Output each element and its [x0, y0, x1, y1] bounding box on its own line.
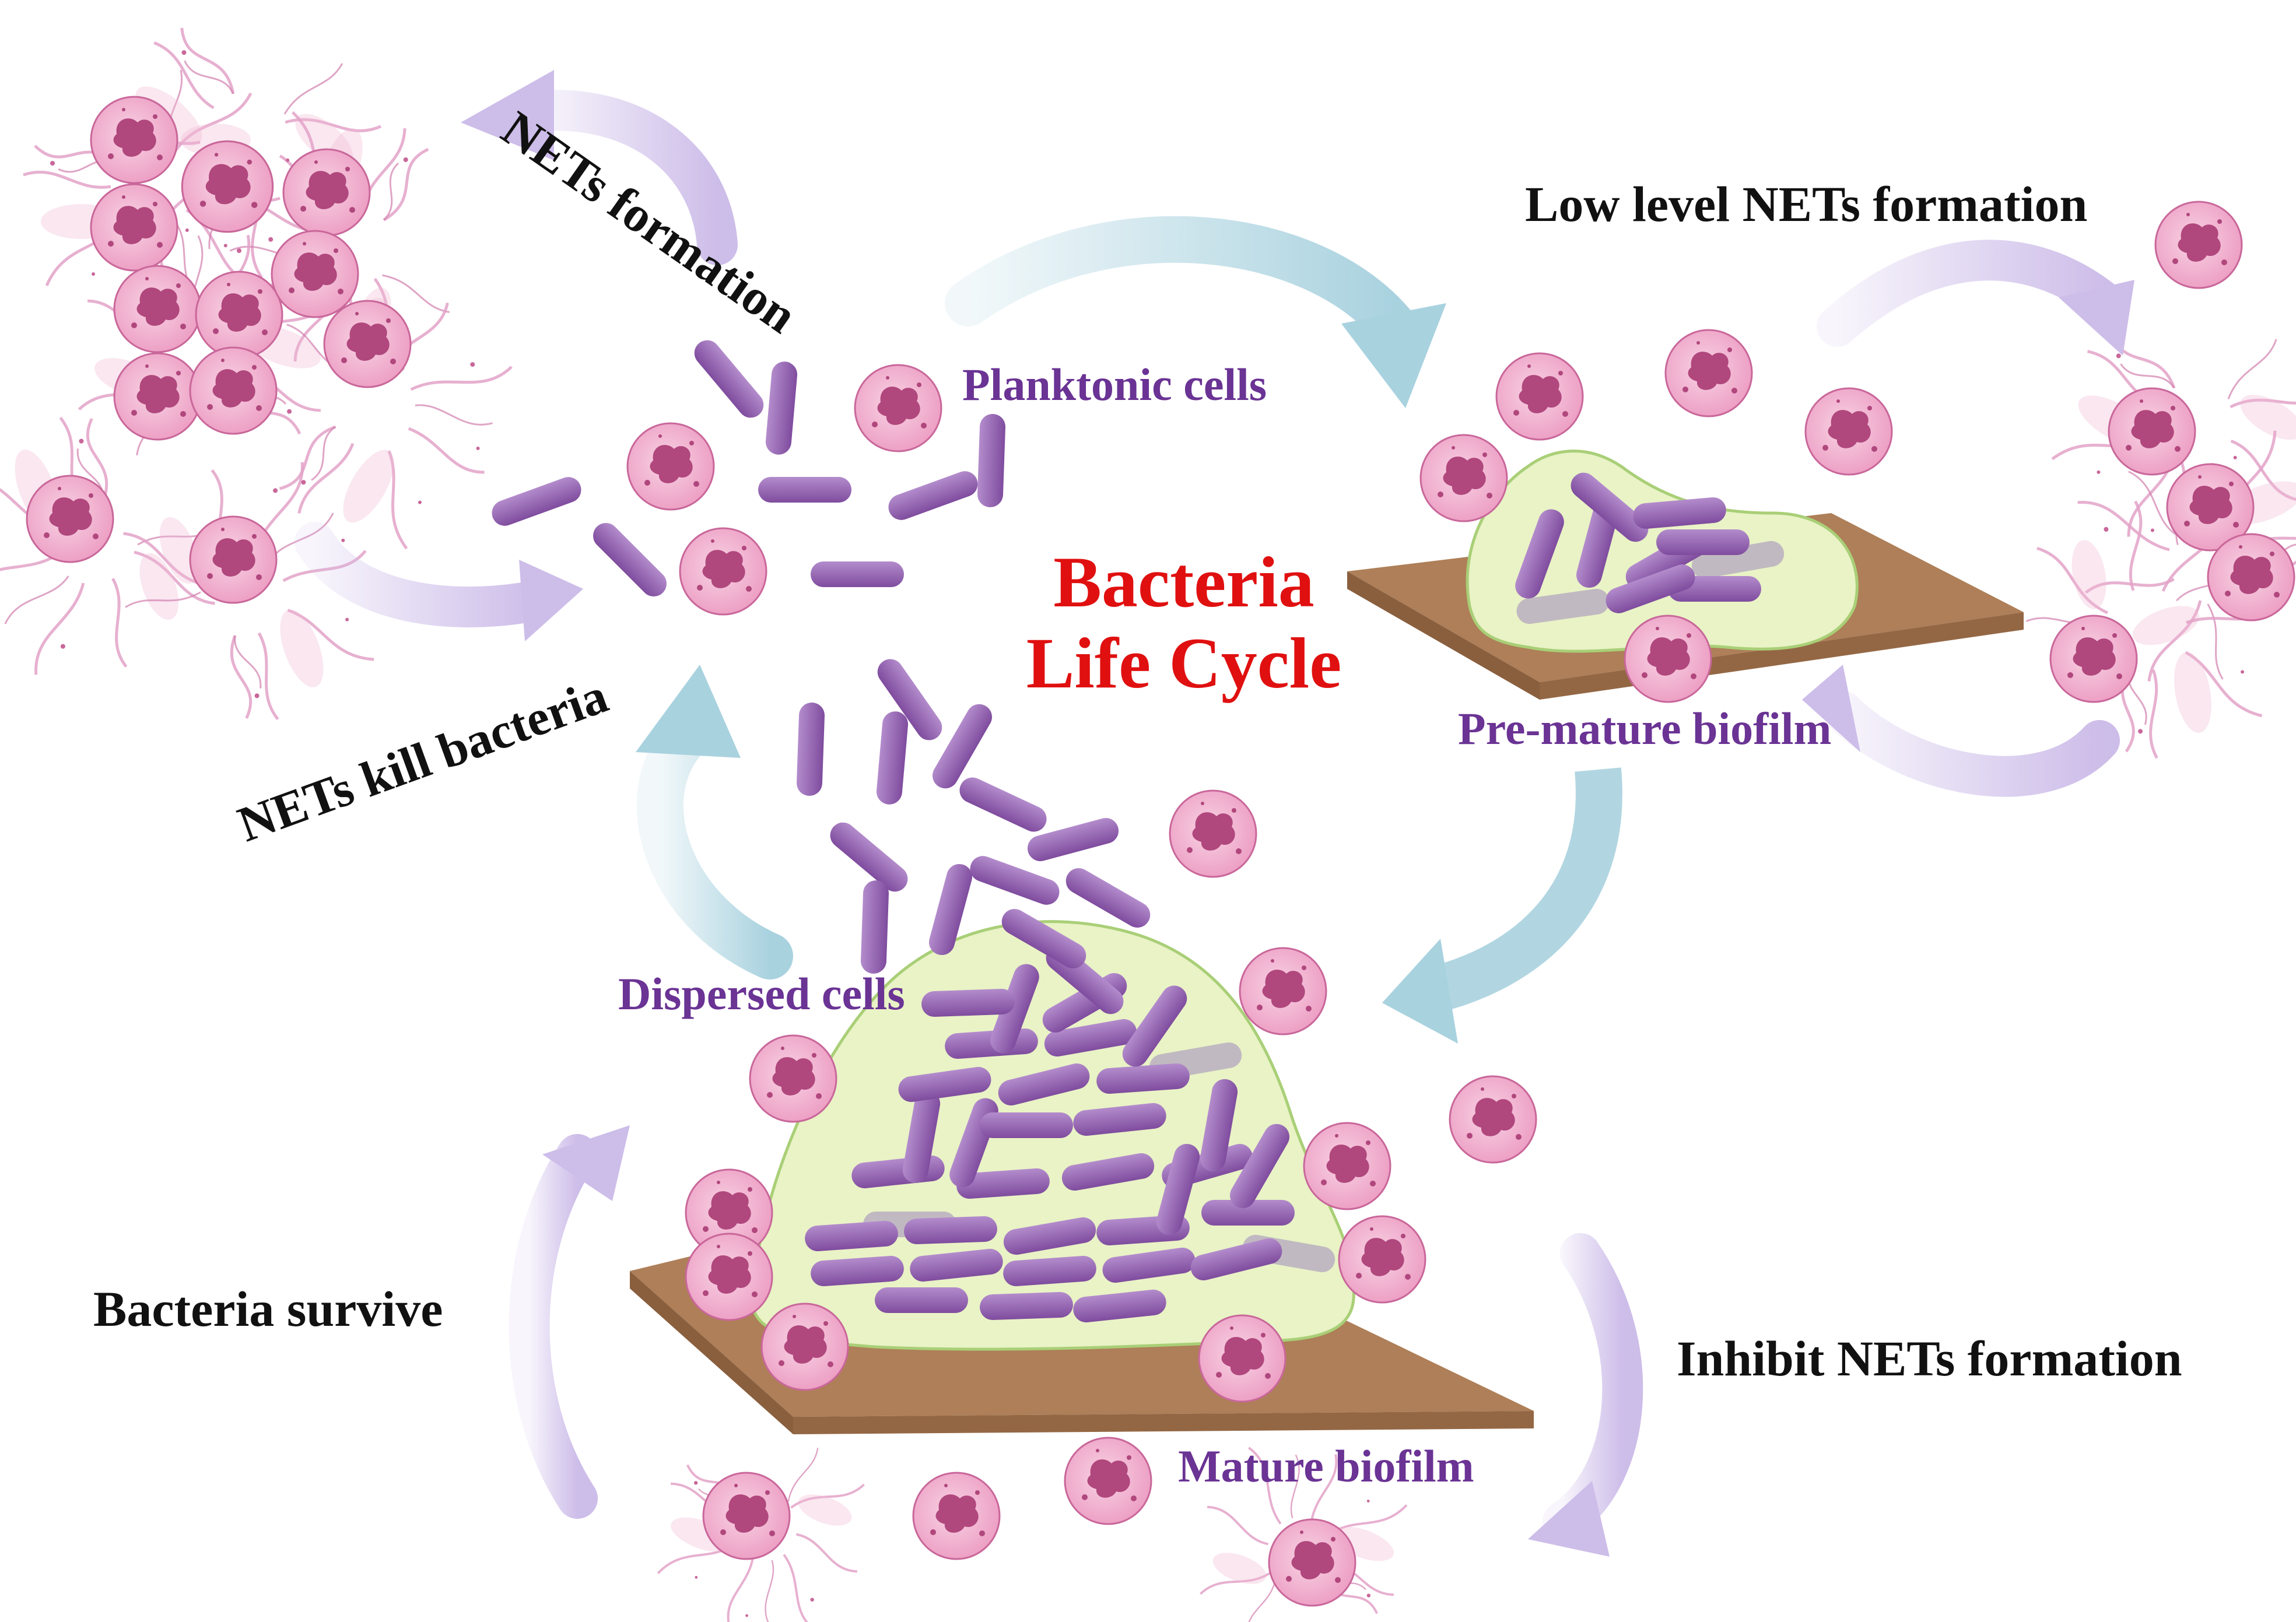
immune-arrow-icon: [295, 70, 2134, 1557]
label-mature-biofilm: Mature biofilm: [1178, 1441, 1474, 1491]
diagram-title: Bacteria Life Cycle: [980, 542, 1388, 704]
cycle-arrow-icon: [636, 216, 1622, 1044]
title-line-1: Bacteria: [1053, 542, 1314, 622]
label-pre-mature-biofilm: Pre-mature biofilm: [1458, 703, 1832, 754]
net-cluster-icon: [2009, 261, 2296, 777]
label-bacteria-survive: Bacteria survive: [93, 1281, 443, 1337]
label-low-level-nets-formation: Low level NETs formation: [1525, 176, 2088, 232]
label-inhibit-nets-formation: Inhibit NETs formation: [1677, 1330, 2182, 1386]
label-planktonic-cells: Planktonic cells: [962, 359, 1267, 410]
label-dispersed-cells: Dispersed cells: [618, 968, 905, 1019]
title-line-2: Life Cycle: [1026, 623, 1342, 703]
mature-biofilm-group: [630, 920, 1534, 1434]
